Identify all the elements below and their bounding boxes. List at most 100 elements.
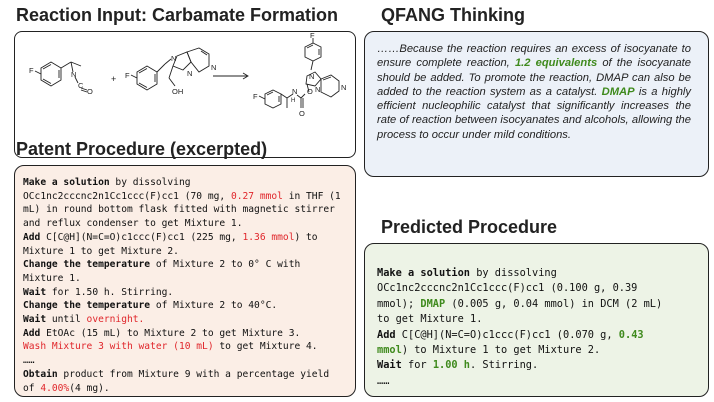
patent-line: of 4.00%(4 mg). [23,382,341,396]
thinking-text-segment: DMAP [601,85,635,98]
patent-title: Patent Procedure (excerpted) [16,139,268,159]
patent-text-segment: Wash Mixture 3 with water (10 mL) [23,341,214,353]
reaction-title: Reaction Input: Carbamate Formation [16,5,339,25]
patent-text-segment: …… [23,355,35,367]
predicted-text-segment: by dissolving [470,267,557,279]
reagent-1-atom-n: N [71,70,76,79]
product-atom-n2: N [309,72,314,81]
predicted-text-segment: 1.00 h [432,359,471,372]
thinking-text-segment: 1.2 equivalents [514,57,598,70]
reagent-1-atom-c: C [78,81,84,90]
product-structure [258,38,340,109]
patent-text-segment: until [46,314,87,326]
predicted-text-segment: mmol [377,344,402,357]
patent-text-segment: and reflux condenser to get Mixture 1. [23,218,243,230]
patent-line: Wait for 1.50 h. Stirring. [23,286,341,300]
patent-line: Add EtOAc (15 mL) to Mixture 2 to get Mi… [23,327,341,341]
patent-text-segment: 0.27 mmol [230,190,283,202]
patent-line: …… [23,354,341,368]
patent-text-segment: Wait [23,314,47,326]
thinking-text-segment: is a highly efficient nucleophilic catal… [377,85,692,141]
reagent-1-atom-o: O [87,87,93,96]
reagent-2-atom-n1: N [171,54,176,63]
predicted-line: Wait for 1.00 h. Stirring. [377,358,662,373]
reaction-scheme: F N C O + F N N N OH F F N H O O N N N [29,32,346,118]
reagent-2-atom-f: F [125,71,130,80]
patent-line: OCc1nc2cccnc2n1Cc1ccc(F)cc1 (70 mg, 0.27… [23,190,341,204]
patent-text-segment: Change the temperature [23,259,151,271]
patent-text-segment: of [23,382,41,394]
patent-text-segment: Make a solution [23,177,110,188]
predicted-text-segment: for [401,359,433,372]
reagent-2-atom-n3: N [211,63,216,72]
product-atom-o1: O [299,109,305,118]
product-atom-h: H [291,98,295,104]
patent-line: and reflux condenser to get Mixture 1. [23,217,341,231]
product-atom-n1: N [315,85,320,94]
predicted-line: …… [377,374,662,389]
patent-text-segment: product from Mixture 9 with a percentage… [57,368,330,380]
patent-line: Add C[C@H](N=C=O)c1ccc(F)cc1 (225 mg, 1.… [23,231,341,245]
predicted-text-segment: DMAP [420,297,446,310]
reagent-2-atom-oh: OH [172,87,183,96]
predicted-text-segment: mmol); [377,297,421,310]
predicted-line: mmol); DMAP (0.005 g, 0.04 mmol) in DCM … [377,297,662,312]
patent-text-segment: of Mixture 2 to 0° C with [150,259,301,271]
predicted-text-segment: . Stirring. [470,359,539,372]
thinking-text-segment: ……Because the reaction requires an exces… [377,43,691,70]
thinking-text-segment: of the isocyanate should be added. To pr… [377,57,691,98]
predicted-text-segment: Make a solution [377,267,470,279]
patent-text-segment: Add [23,327,41,339]
predicted-line: Add C[C@H](N=C=O)c1ccc(F)cc1 (0.070 g, 0… [377,328,662,343]
patent-text-segment: overnight. [86,314,145,326]
predicted-line: to get Mixture 1. [377,312,662,327]
predicted-title: Predicted Procedure [381,217,558,237]
thinking-text: ……Because the reaction requires an exces… [377,42,691,142]
predicted-text-segment: to get Mixture 1. [377,313,483,326]
reaction-arrow [213,72,249,80]
patent-text-segment: by dissolving [109,177,191,188]
patent-text-segment: Mixture 1 to get Mixture 2. [23,245,179,257]
predicted-line: mmol) to Mixture 1 to get Mixture 2. [377,343,662,358]
patent-line: Change the temperature of Mixture 2 to 4… [23,299,341,313]
product-atom-n: N [292,87,297,96]
patent-text-segment: to get Mixture 4. [213,341,318,353]
patent-text-segment: of Mixture 2 to 40°C. [150,300,278,312]
patent-line: mL) in round bottom flask fitted with ma… [23,203,341,217]
thinking-title: QFANG Thinking [381,5,525,25]
patent-line: Wait until overnight. [23,313,341,327]
patent-text-segment: 1.36 mmol [242,231,295,243]
patent-text-segment: Change the temperature [23,300,151,312]
patent-text-segment: (4 mg). [69,382,110,394]
patent-text-segment: EtOAc (15 mL) to Mixture 2 to get Mixtur… [40,327,301,339]
product-atom-n3: N [341,83,346,92]
predicted-text-segment: Add [377,328,396,341]
patent-text-segment: Mixture 1. [23,272,81,284]
product-atom-o2: O [307,87,313,96]
predicted-text-segment: …… [377,374,390,387]
reagent-1-atom-f: F [29,66,34,75]
predicted-text-segment: OCc1nc2cccnc2n1Cc1ccc(F)cc1 (0.100 g, 0.… [377,282,638,295]
plus-sign: + [111,74,116,84]
reaction-box: F N C O + F N N N OH F F N H O O N N N [14,31,356,158]
reagent-1-structure [34,61,88,93]
predicted-line: OCc1nc2cccnc2n1Cc1ccc(F)cc1 (0.100 g, 0.… [377,281,662,296]
reagent-2-atom-n2: N [187,69,192,78]
predicted-line: Make a solution by dissolving [377,266,662,281]
patent-text-segment: Wait [23,286,47,298]
predicted-text-segment: ) to Mixture 1 to get Mixture 2. [401,344,601,357]
patent-text-segment: C[C@H](N=C=O)c1ccc(F)cc1 (225 mg, [40,231,243,243]
patent-line: Wash Mixture 3 with water (10 mL) to get… [23,340,341,354]
thinking-box: ……Because the reaction requires an exces… [364,31,709,177]
patent-line: Obtain product from Mixture 9 with a per… [23,368,341,382]
patent-line: Mixture 1. [23,272,341,286]
patent-line: Mixture 1 to get Mixture 2. [23,245,341,259]
patent-text-segment: Add [23,231,41,243]
predicted-text-segment: Wait [377,359,402,372]
patent-text-segment: in THF (1 [282,190,341,202]
product-atom-f1: F [310,32,315,40]
